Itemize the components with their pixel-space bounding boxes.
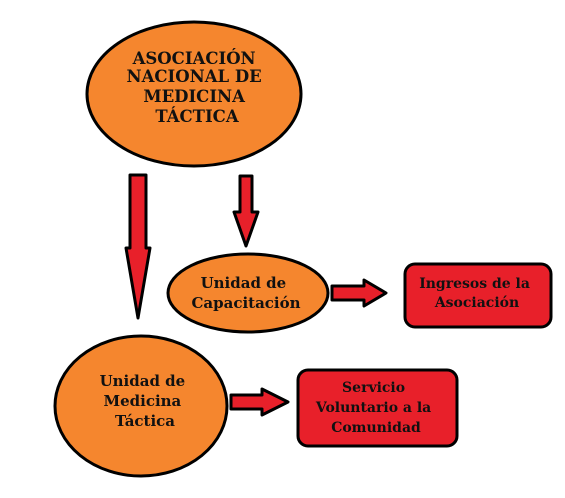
node-medicina-line-3: Táctica [115,412,175,430]
node-ingresos-asociacion: Ingresos de la Asociación [403,262,553,329]
node-asociacion-line-3: MEDICINA [143,87,245,106]
node-ingresos-line-2: Asociación [434,295,519,311]
node-servicio-line-1: Servicio [342,380,405,396]
node-ingresos-line-1: Ingresos de la [419,276,530,292]
node-ingresos-label: Ingresos de la Asociación [419,276,535,311]
node-servicio-voluntario: Servicio Voluntario a la Comunidad [296,368,459,448]
node-capacitacion-label: Unidad de Capacitación [191,274,300,312]
node-servicio-shape [296,368,459,448]
node-ingresos-shape [403,262,553,329]
node-asociacion-line-4: TÁCTICA [155,106,238,126]
node-asociacion-label: ASOCIACIÓN NACIONAL DE MEDICINA TÁCTICA [127,48,268,126]
node-servicio-line-3: Comunidad [331,420,421,436]
node-asociacion-line-2: NACIONAL DE [127,67,262,86]
node-asociacion-shape [85,20,303,168]
node-unidad-capacitacion: Unidad de Capacitación [166,252,330,334]
arrow-medicina-to-servicio [229,387,290,417]
arrow-asociacion-to-capacitacion [232,174,260,248]
arrow-capacitacion-to-ingresos [330,278,388,308]
node-unidad-medicina-tactica: Unidad de Medicina Táctica [53,334,229,478]
node-capacitacion-line-2: Capacitación [191,294,300,312]
node-asociacion-line-1: ASOCIACIÓN [132,48,256,68]
node-capacitacion-shape [166,252,330,334]
node-asociacion-nacional: ASOCIACIÓN NACIONAL DE MEDICINA TÁCTICA [85,20,303,168]
node-medicina-label: Unidad de Medicina Táctica [100,372,191,430]
node-capacitacion-line-1: Unidad de [201,274,287,292]
node-servicio-label: Servicio Voluntario a la Comunidad [315,380,436,436]
node-medicina-line-2: Medicina [103,392,181,410]
node-servicio-line-2: Voluntario a la [315,400,431,416]
arrow-asociacion-to-medicina [124,173,152,320]
node-medicina-line-1: Unidad de [100,372,186,390]
node-medicina-shape [53,334,229,478]
